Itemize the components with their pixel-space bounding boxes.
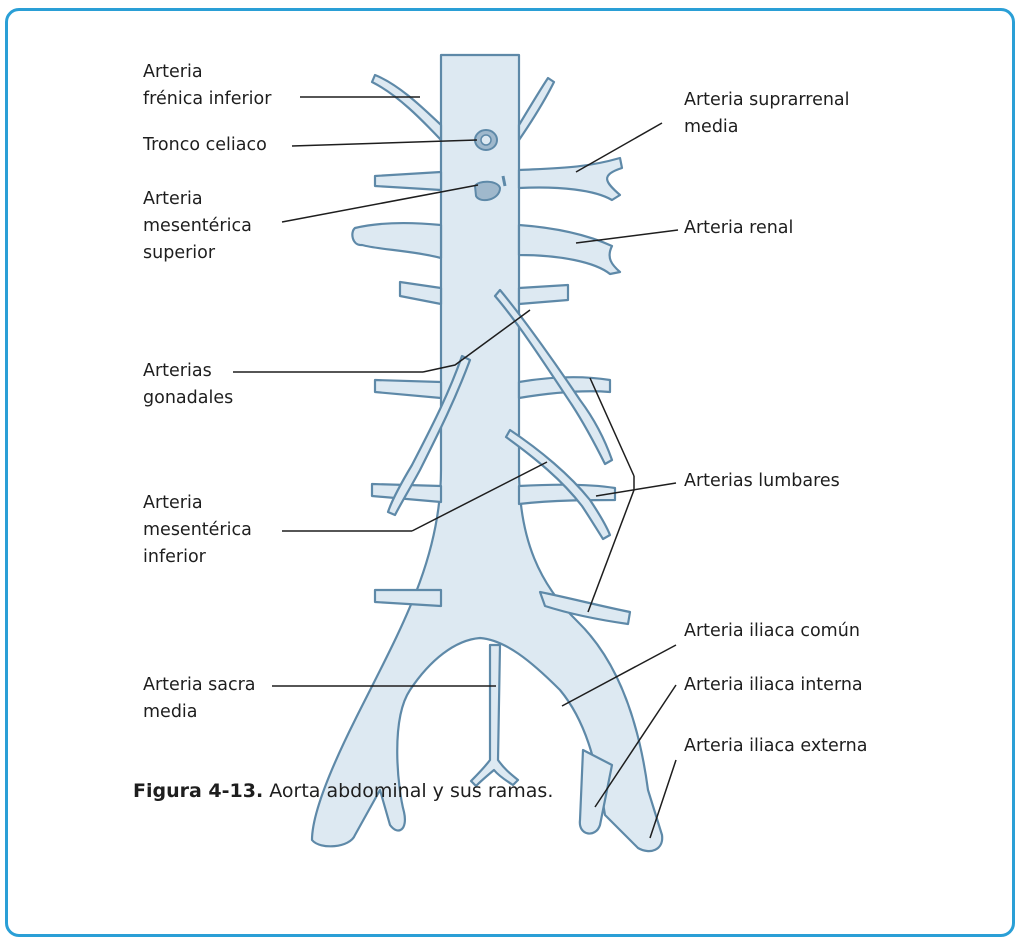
label-lumbares: Arterias lumbares [684, 468, 840, 495]
label-renal: Arteria renal [684, 215, 793, 242]
label-iliaca-externa: Arteria iliaca externa [684, 733, 868, 760]
internal-iliac [580, 750, 612, 834]
caption-text: Aorta abdominal y sus ramas. [263, 780, 553, 802]
label-mesenterica-superior: Arteria mesentérica superior [143, 186, 252, 267]
figure-caption: Figura 4-13. Aorta abdominal y sus ramas… [133, 780, 553, 802]
label-frenica-inferior: Arteria frénica inferior [143, 59, 271, 113]
label-iliaca-comun: Arteria iliaca común [684, 618, 860, 645]
caption-figure-number: Figura 4-13. [133, 780, 263, 802]
label-suprarrenal-media: Arteria suprarrenal media [684, 87, 850, 141]
label-tronco-celiaco: Tronco celiaco [143, 132, 267, 159]
label-mesenterica-inferior: Arteria mesentérica inferior [143, 490, 252, 571]
label-sacra-media: Arteria sacra media [143, 672, 256, 726]
label-iliaca-interna: Arteria iliaca interna [684, 672, 863, 699]
label-gonadales: Arterias gonadales [143, 358, 233, 412]
